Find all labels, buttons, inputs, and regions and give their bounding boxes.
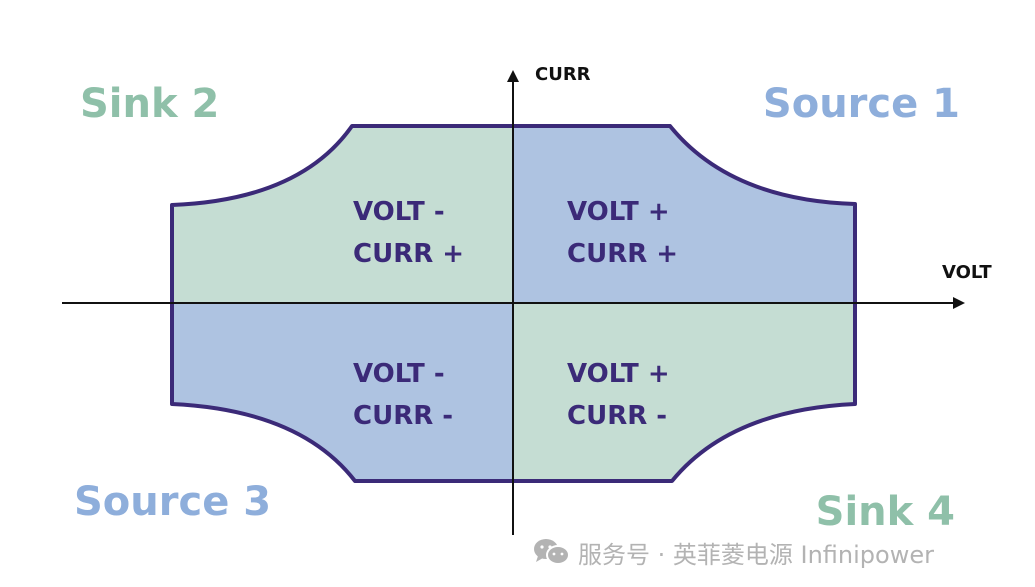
q4-curr-label: CURR -	[567, 401, 667, 431]
watermark-text: 服务号 · 英菲菱电源 Infinipower	[578, 540, 934, 569]
operating-envelope-outline	[170, 124, 857, 483]
q2-volt-label: VOLT -	[353, 197, 445, 227]
wechat-icon	[532, 537, 572, 567]
q4-volt-label: VOLT +	[567, 359, 670, 389]
x-axis-label: VOLT	[942, 262, 992, 283]
watermark: 服务号 · 英菲菱电源 Infinipower	[532, 535, 934, 569]
corner-label-source-1: Source 1	[763, 81, 960, 127]
y-axis-arrow-icon	[507, 70, 519, 82]
q3-curr-label: CURR -	[353, 401, 453, 431]
x-axis-arrow-icon	[953, 297, 965, 309]
q1-curr-label: CURR +	[567, 239, 678, 269]
q3-volt-label: VOLT -	[353, 359, 445, 389]
q1-volt-label: VOLT +	[567, 197, 670, 227]
q2-curr-label: CURR +	[353, 239, 464, 269]
quadrant-fill-q3	[172, 303, 513, 481]
corner-label-sink-2: Sink 2	[80, 81, 219, 127]
y-axis-label: CURR	[535, 64, 591, 85]
corner-label-source-3: Source 3	[74, 479, 271, 525]
corner-label-sink-4: Sink 4	[816, 489, 955, 535]
